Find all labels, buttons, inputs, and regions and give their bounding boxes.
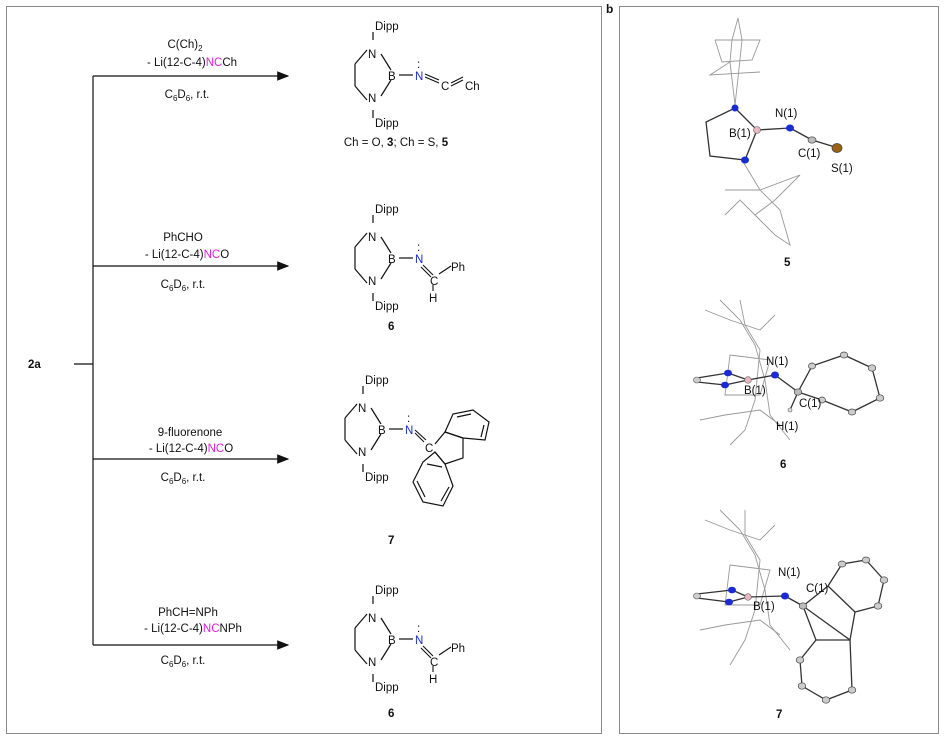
svg-text:B: B <box>378 425 386 437</box>
reagent-2: PhCHO <box>163 232 203 244</box>
svg-text:N: N <box>368 613 376 625</box>
svg-text:B: B <box>388 254 396 266</box>
svg-text:C(1): C(1) <box>798 148 821 160</box>
crystal-structure-7: N(1) B(1) C(1) 7 <box>693 509 889 721</box>
reagent-4: PhCH=NPh <box>158 607 218 619</box>
svg-text:B: B <box>388 71 396 83</box>
svg-text:Ch: Ch <box>465 81 480 93</box>
svg-text:C(1): C(1) <box>806 583 829 595</box>
svg-text:N: N <box>358 447 366 459</box>
svg-text:Dipp: Dipp <box>375 21 399 33</box>
byproduct-1: - Li(12-C-4)NCCh <box>147 57 237 69</box>
svg-text:N: N <box>415 254 423 266</box>
panel-b-label: b <box>606 2 614 16</box>
svg-text:Dipp: Dipp <box>375 585 399 597</box>
svg-text:Dipp: Dipp <box>375 682 399 694</box>
svg-text:N: N <box>415 71 423 83</box>
svg-text:B(1): B(1) <box>753 601 775 613</box>
scheme-branch-lines <box>74 76 94 645</box>
svg-text:C: C <box>430 276 438 288</box>
byproduct-4: - Li(12-C-4)NCNPh <box>144 623 242 635</box>
svg-text:Ph: Ph <box>451 262 465 274</box>
svg-text:S(1): S(1) <box>831 163 853 175</box>
svg-text:B: B <box>388 635 396 647</box>
reagent-1: C(Ch)2 <box>167 39 203 53</box>
svg-text:H: H <box>429 293 437 305</box>
svg-text::: : <box>417 623 420 635</box>
svg-text:Dipp: Dipp <box>365 472 389 484</box>
svg-text:N: N <box>368 93 376 105</box>
product-structure-2: Dipp N N B Dipp N : C Ph H <box>354 204 465 313</box>
svg-text:N: N <box>368 232 376 244</box>
svg-text:N: N <box>368 657 376 669</box>
product-caption-1: Ch = O, 3; Ch = S, 5 <box>344 137 449 149</box>
start-compound-label: 2a <box>28 359 41 371</box>
product-number-2: 6 <box>388 321 394 333</box>
byproduct-3: - Li(12-C-4)NCO <box>149 443 233 455</box>
svg-text:Dipp: Dipp <box>375 204 399 216</box>
svg-text:5: 5 <box>784 257 791 269</box>
svg-text:N: N <box>368 276 376 288</box>
svg-text:N: N <box>415 635 423 647</box>
conditions-4: C6D6, r.t. <box>161 655 206 669</box>
svg-text:N(1): N(1) <box>766 356 789 368</box>
panel-a-frame <box>6 6 602 734</box>
product-structure-3: Dipp N N B Dipp N : C <box>344 375 490 507</box>
svg-text:B(1): B(1) <box>729 128 751 140</box>
svg-text::: : <box>417 242 420 254</box>
svg-text:Dipp: Dipp <box>375 301 399 313</box>
svg-text:Dipp: Dipp <box>365 375 389 387</box>
svg-text:C: C <box>430 657 438 669</box>
crystal-structure-6: N(1) B(1) C(1) H(1) 6 <box>693 299 885 471</box>
svg-text:N: N <box>405 425 413 437</box>
svg-text:B(1): B(1) <box>744 385 766 397</box>
conditions-2: C6D6, r.t. <box>161 279 206 293</box>
svg-text:N(1): N(1) <box>775 108 798 120</box>
svg-text:N: N <box>368 49 376 61</box>
svg-text::: : <box>417 59 420 71</box>
svg-text:N: N <box>358 403 366 415</box>
svg-text:Dipp: Dipp <box>375 118 399 130</box>
product-structure-4: Dipp N N B Dipp N : C Ph H <box>354 585 465 694</box>
product-structure-1: Dipp N N B Dipp N : C Ch <box>354 21 480 130</box>
svg-text:H(1): H(1) <box>776 421 799 433</box>
svg-text:Ph: Ph <box>451 643 465 655</box>
svg-text:C: C <box>425 443 433 455</box>
svg-text::: : <box>407 413 410 425</box>
conditions-3: C6D6, r.t. <box>161 472 206 486</box>
svg-text:7: 7 <box>776 709 782 721</box>
product-number-3: 7 <box>388 535 394 547</box>
svg-text:H: H <box>429 674 437 686</box>
product-number-4: 6 <box>388 708 394 720</box>
svg-text:N(1): N(1) <box>778 567 801 579</box>
svg-text:C(1): C(1) <box>799 398 822 410</box>
conditions-1: C6D6, r.t. <box>165 89 210 103</box>
svg-text:6: 6 <box>780 459 786 471</box>
byproduct-2: - Li(12-C-4)NCO <box>145 249 229 261</box>
crystal-structure-5: B(1) N(1) C(1) S(1) 5 <box>705 17 853 269</box>
panel-b-frame <box>619 6 939 734</box>
svg-text:C: C <box>441 81 449 93</box>
reagent-3: 9-fluorenone <box>158 427 223 439</box>
